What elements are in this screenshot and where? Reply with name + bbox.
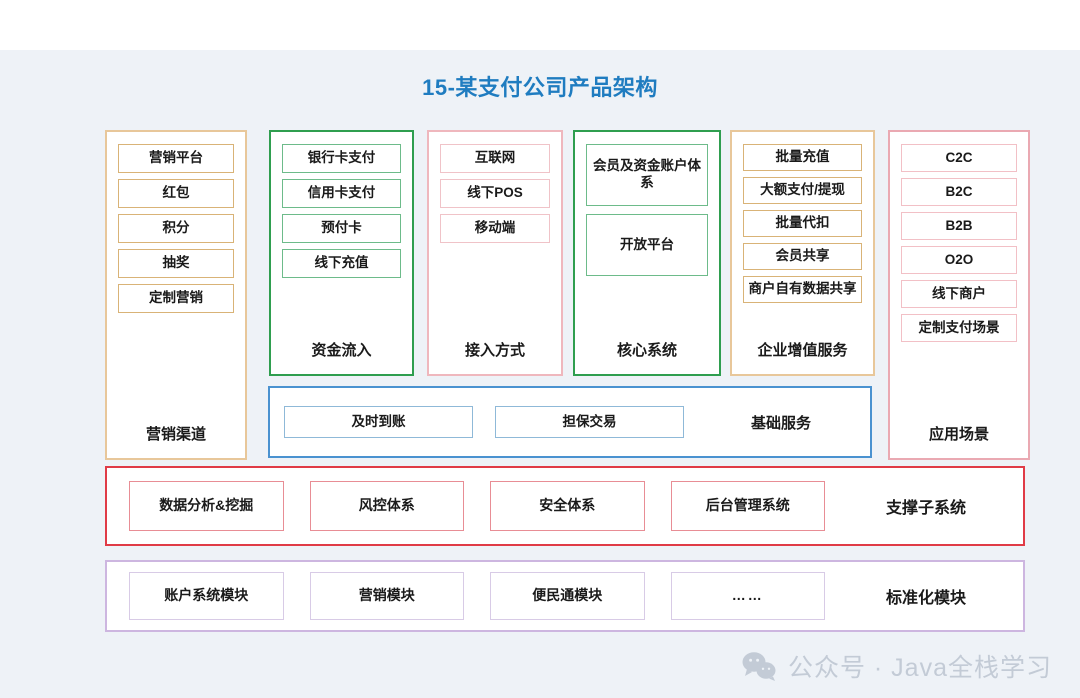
cell-prepaid-card[interactable]: 预付卡 — [282, 214, 401, 243]
cell-custom-marketing[interactable]: 定制营销 — [118, 284, 234, 313]
cell-bulk-deduction[interactable]: 批量代扣 — [743, 210, 862, 237]
cell-guaranteed-trade[interactable]: 担保交易 — [495, 406, 684, 438]
column-label-access-method: 接入方式 — [464, 342, 525, 359]
cell-lottery[interactable]: 抽奖 — [118, 249, 234, 278]
column-label-fund-inflow: 资金流入 — [311, 342, 372, 359]
cell-red-packet[interactable]: 红包 — [118, 179, 234, 208]
cell-marketing-module[interactable]: 营销模块 — [309, 572, 464, 620]
column-label-application-scenario: 应用场景 — [928, 426, 989, 443]
column-items: 互联网 线下POS 移动端 — [429, 132, 561, 243]
column-marketing-channel[interactable]: 营销平台 红包 积分 抽奖 定制营销 营销渠道 — [105, 130, 247, 460]
cell-points[interactable]: 积分 — [118, 214, 234, 243]
column-items: 会员及资金账户体系 开放平台 — [575, 132, 719, 276]
cell-bank-card-payment[interactable]: 银行卡支付 — [282, 144, 401, 173]
cell-c2c[interactable]: C2C — [901, 144, 1017, 172]
wechat-icon — [742, 651, 776, 681]
page-title: 15-某支付公司产品架构 — [422, 75, 658, 100]
column-enterprise-value-added-service[interactable]: 批量充值 大额支付/提现 批量代扣 会员共享 商户自有数据共享 企业增值服务 — [730, 130, 875, 376]
cell-internet[interactable]: 互联网 — [440, 144, 550, 173]
column-items: 批量充值 大额支付/提现 批量代扣 会员共享 商户自有数据共享 — [732, 132, 873, 303]
columns-band: 营销平台 红包 积分 抽奖 定制营销 营销渠道 银行卡支付 信用卡支付 预付卡 … — [105, 130, 1030, 460]
cell-o2o[interactable]: O2O — [901, 246, 1017, 274]
cell-member-and-fund-account-system[interactable]: 会员及资金账户体系 — [586, 144, 708, 206]
column-core-system[interactable]: 会员及资金账户体系 开放平台 核心系统 — [573, 130, 721, 376]
watermark: 公众号 · Java全栈学习 — [742, 648, 1052, 684]
cell-security-system[interactable]: 安全体系 — [490, 481, 645, 531]
row-label-support-subsystem: 支撑子系统 — [885, 500, 966, 517]
cell-custom-payment-scene[interactable]: 定制支付场景 — [901, 314, 1017, 342]
column-label-enterprise-value-added-service: 企业增值服务 — [757, 342, 848, 359]
cell-member-sharing[interactable]: 会员共享 — [743, 243, 862, 270]
cell-open-platform[interactable]: 开放平台 — [586, 214, 708, 276]
cell-b2c[interactable]: B2C — [901, 178, 1017, 206]
cell-merchant-own-data-sharing[interactable]: 商户自有数据共享 — [743, 276, 862, 303]
cell-instant-settlement[interactable]: 及时到账 — [284, 406, 473, 438]
cell-convenience-module[interactable]: 便民通模块 — [490, 572, 645, 620]
row-basic-service[interactable]: 及时到账 担保交易 基础服务 — [268, 386, 872, 458]
cell-marketing-platform[interactable]: 营销平台 — [118, 144, 234, 173]
column-access-method[interactable]: 互联网 线下POS 移动端 接入方式 — [427, 130, 563, 376]
cell-offline-pos[interactable]: 线下POS — [440, 179, 550, 208]
column-application-scenario[interactable]: C2C B2C B2B O2O 线下商户 定制支付场景 应用场景 — [888, 130, 1030, 460]
cell-risk-control-system[interactable]: 风控体系 — [309, 481, 464, 531]
column-label-core-system: 核心系统 — [616, 342, 677, 359]
cell-more-placeholder[interactable]: …… — [670, 572, 825, 620]
watermark-text: 公众号 · Java全栈学习 — [787, 654, 1052, 682]
column-items: 营销平台 红包 积分 抽奖 定制营销 — [107, 132, 245, 313]
row-standard-module[interactable]: 账户系统模块 营销模块 便民通模块 …… 标准化模块 — [105, 560, 1025, 632]
column-fund-inflow[interactable]: 银行卡支付 信用卡支付 预付卡 线下充值 资金流入 — [269, 130, 414, 376]
row-label-basic-service: 基础服务 — [750, 414, 811, 432]
cell-b2b[interactable]: B2B — [901, 212, 1017, 240]
cell-data-analysis-mining[interactable]: 数据分析&挖掘 — [129, 481, 284, 531]
column-label-marketing-channel: 营销渠道 — [145, 426, 206, 443]
cell-offline-merchant[interactable]: 线下商户 — [901, 280, 1017, 308]
cell-credit-card-payment[interactable]: 信用卡支付 — [282, 179, 401, 208]
row-support-subsystem[interactable]: 数据分析&挖掘 风控体系 安全体系 后台管理系统 支撑子系统 — [105, 466, 1025, 546]
cell-offline-topup[interactable]: 线下充值 — [282, 249, 401, 278]
cell-account-system-module[interactable]: 账户系统模块 — [129, 572, 284, 620]
cell-bulk-topup[interactable]: 批量充值 — [743, 144, 862, 171]
column-items: C2C B2C B2B O2O 线下商户 定制支付场景 — [890, 132, 1028, 342]
cell-backend-management[interactable]: 后台管理系统 — [670, 481, 825, 531]
column-items: 银行卡支付 信用卡支付 预付卡 线下充值 — [271, 132, 412, 278]
cell-large-payment-withdrawal[interactable]: 大额支付/提现 — [743, 177, 862, 204]
row-label-standard-module: 标准化模块 — [885, 590, 966, 607]
cell-mobile[interactable]: 移动端 — [440, 214, 550, 243]
